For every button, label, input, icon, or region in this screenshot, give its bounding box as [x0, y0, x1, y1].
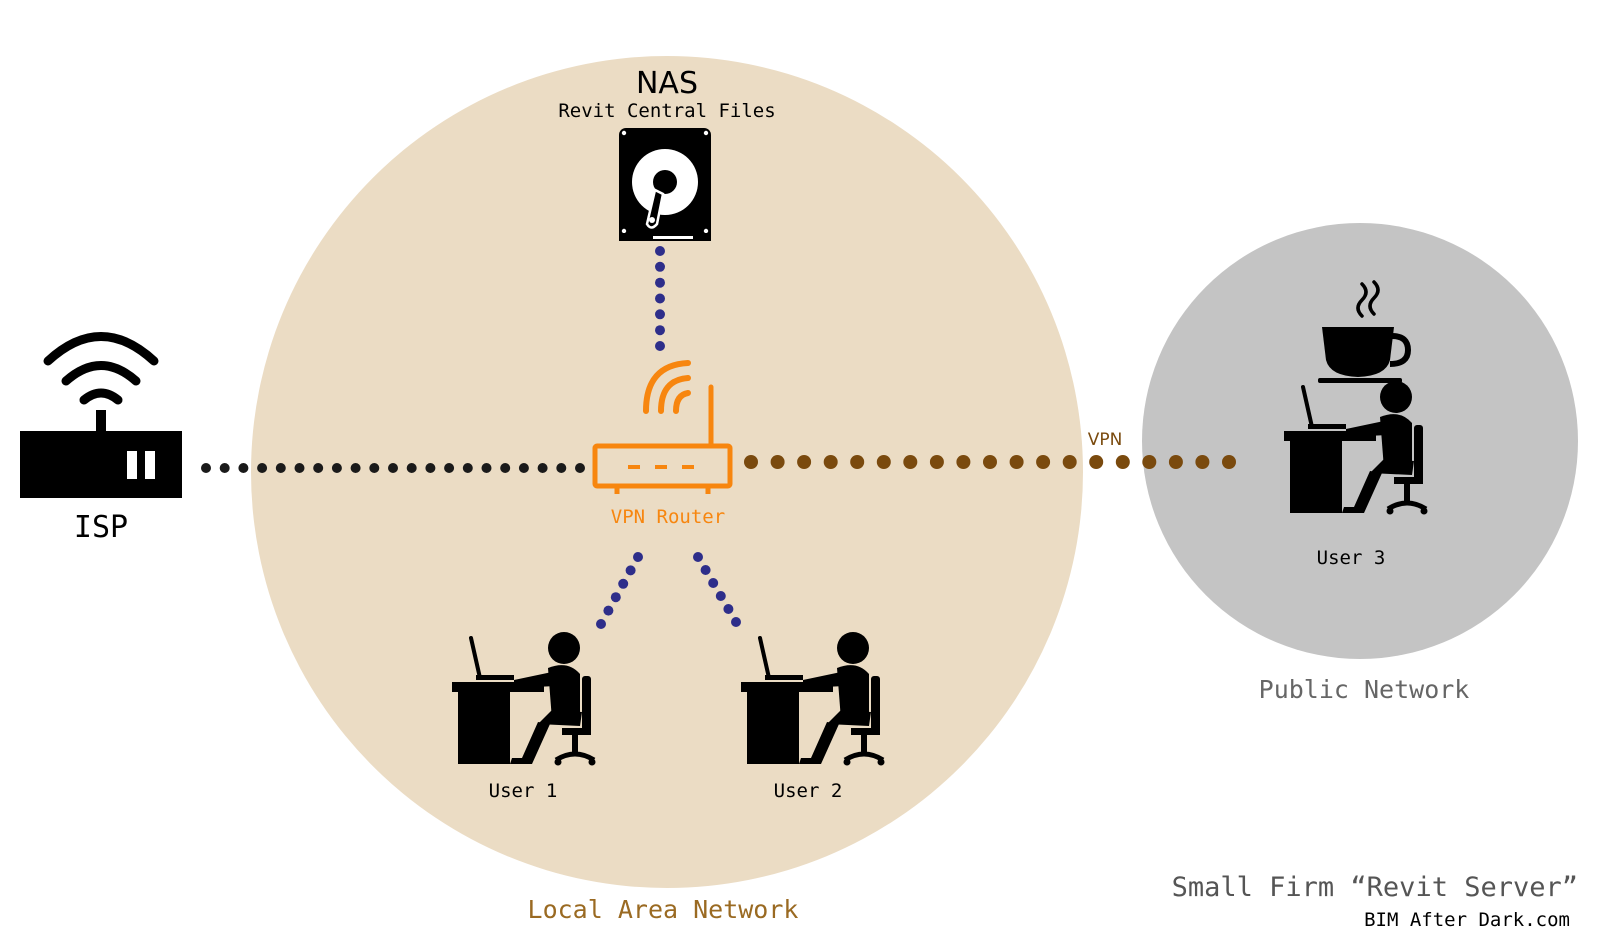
user1-node[interactable]: User 1 — [452, 632, 596, 802]
link-dot — [956, 455, 971, 469]
router-to-user2-link — [693, 552, 741, 627]
link-dot — [655, 309, 665, 320]
isp-to-router-link — [201, 463, 585, 473]
link-dot — [744, 455, 758, 469]
user2-node[interactable]: User 2 — [741, 632, 885, 802]
link-dot — [294, 463, 305, 473]
nas-subtitle: Revit Central Files — [558, 100, 775, 122]
link-dot — [633, 552, 643, 562]
link-dot — [350, 463, 361, 473]
lan-region-label: Local Area Network — [528, 895, 799, 924]
wifi-modem-icon — [20, 332, 182, 498]
link-dot — [1222, 455, 1236, 469]
link-dot — [618, 578, 629, 589]
link-dot — [1062, 455, 1077, 469]
link-dot — [1089, 455, 1104, 469]
link-dot — [425, 463, 436, 473]
coffee-cup-icon — [1318, 280, 1412, 383]
link-dot — [1168, 455, 1183, 469]
link-dot — [537, 463, 548, 473]
link-dot — [903, 455, 918, 469]
link-dot — [331, 463, 342, 473]
link-dot — [518, 463, 529, 473]
link-dot — [693, 552, 703, 562]
link-dot — [313, 463, 324, 473]
nas-node[interactable]: NAS Revit Central Files — [558, 66, 776, 241]
link-dot — [275, 463, 286, 473]
nas-to-router-link — [655, 246, 665, 351]
link-dot — [655, 261, 665, 272]
link-dot — [797, 455, 812, 469]
link-dot — [257, 463, 268, 473]
link-dot — [219, 463, 230, 473]
link-dot — [715, 591, 726, 601]
link-dot — [708, 578, 719, 588]
link-dot — [603, 605, 614, 616]
link-dot — [655, 325, 665, 336]
link-dot — [723, 604, 734, 614]
link-dot — [1195, 455, 1210, 469]
isp-label: ISP — [74, 510, 128, 545]
link-dot — [823, 455, 838, 469]
footer-title: Small Firm “Revit Server” — [1172, 872, 1578, 903]
router-node[interactable]: VPN Router — [592, 360, 733, 528]
link-dot — [406, 463, 417, 473]
link-dot — [770, 455, 785, 469]
link-dot — [1115, 455, 1130, 469]
public-region-label: Public Network — [1259, 675, 1470, 704]
nas-title: NAS — [636, 66, 698, 101]
router-to-user3-vpn-link — [744, 455, 1236, 469]
link-dot — [481, 463, 492, 473]
link-dot — [238, 463, 249, 473]
link-dot — [1142, 455, 1157, 469]
link-dot — [655, 246, 665, 256]
link-dot — [625, 565, 636, 576]
user3-node[interactable]: User 3 — [1284, 280, 1428, 569]
router-label: VPN Router — [611, 506, 725, 528]
footer-credit: BIM After Dark.com — [1364, 909, 1570, 931]
link-dot — [1009, 455, 1024, 469]
link-dot — [983, 455, 997, 469]
link-dot — [655, 293, 665, 304]
link-dot — [444, 463, 455, 473]
link-dot — [500, 463, 511, 473]
link-dot — [1036, 455, 1051, 469]
link-dot — [388, 463, 398, 473]
link-dot — [462, 463, 473, 473]
link-dot — [700, 565, 711, 575]
user3-label: User 3 — [1317, 547, 1386, 569]
isp-node[interactable]: ISP — [20, 332, 182, 546]
router-to-user1-link — [596, 552, 643, 629]
link-dot — [655, 277, 665, 288]
link-dot — [596, 619, 606, 629]
user1-label: User 1 — [489, 780, 558, 802]
link-dot — [201, 463, 211, 473]
hard-drive-icon — [619, 128, 711, 241]
link-dot — [731, 617, 741, 627]
link-dot — [876, 455, 891, 469]
link-dot — [850, 455, 865, 469]
link-dot — [556, 463, 567, 473]
user2-label: User 2 — [774, 780, 843, 802]
link-dot — [929, 455, 944, 469]
link-dot — [610, 592, 621, 603]
link-dot — [575, 463, 585, 473]
link-dot — [369, 463, 380, 473]
vpn-link-label: VPN — [1088, 430, 1123, 450]
router-icon — [592, 360, 733, 494]
link-dot — [655, 341, 665, 351]
